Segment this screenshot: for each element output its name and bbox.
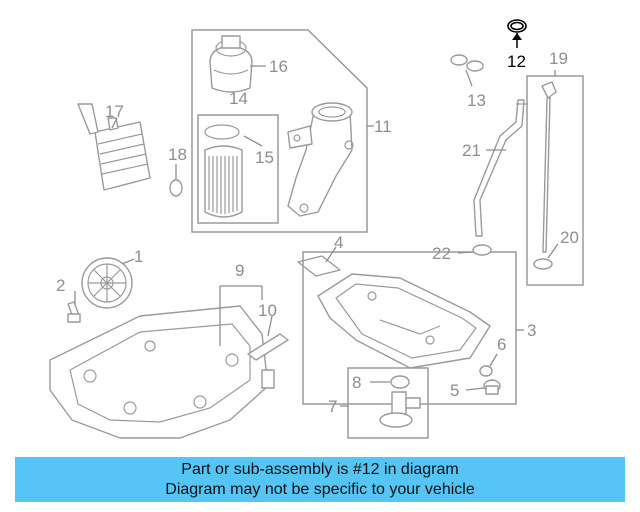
highlighted-o-ring-part[interactable] [507,19,527,33]
callout-numbers: 1 2 3 4 5 6 7 8 9 10 11 12 13 14 15 16 1… [56,49,579,416]
callout-13[interactable]: 13 [467,91,486,110]
callout-6[interactable]: 6 [497,335,506,354]
oil-cooler-part[interactable] [77,103,151,191]
filter-group-box [197,114,279,224]
oil-filter-housing-part[interactable] [287,102,354,217]
filter-housing-group-box [191,29,368,233]
callout-4[interactable]: 4 [334,233,343,252]
oil-pan-part[interactable] [317,273,491,369]
parts-diagram: 1 2 3 4 5 6 7 8 9 10 11 12 13 14 15 16 1… [49,19,584,439]
callout-2[interactable]: 2 [56,276,65,295]
oil-pan-frame-part[interactable] [49,305,275,439]
callout-8[interactable]: 8 [352,373,361,392]
banner-line-disclaimer: Diagram may not be specific to your vehi… [165,481,475,498]
drain-plug-part[interactable] [483,379,501,395]
drain-plug-washer-part[interactable] [479,365,493,377]
callout-17[interactable]: 17 [105,102,124,121]
callout-19[interactable]: 19 [549,49,568,68]
callout-14[interactable]: 14 [229,89,248,108]
dipstick-part[interactable] [541,81,557,253]
callout-3[interactable]: 3 [527,321,536,340]
sensor-group-box [347,367,429,439]
tube-seal-part[interactable] [472,244,492,256]
callout-20[interactable]: 20 [560,228,579,247]
frame-gasket-part[interactable] [247,333,289,361]
tube-o-rings-part[interactable] [450,54,484,72]
dipstick-group-box [526,75,584,286]
info-banner: Part or sub-assembly is #12 in diagram D… [15,457,625,502]
sensor-seal-part[interactable] [390,375,410,389]
callout-15[interactable]: 15 [255,148,274,167]
callout-12-arrowhead [512,33,522,40]
callout-18[interactable]: 18 [168,145,187,164]
callout-7[interactable]: 7 [328,397,337,416]
pulley-bolt-part[interactable] [67,301,81,323]
callout-12[interactable]: 12 [507,52,526,71]
oil-level-sensor-part[interactable] [379,391,421,428]
dipstick-seal-part[interactable] [533,258,553,270]
callout-16[interactable]: 16 [269,57,288,76]
oil-filter-element-part[interactable] [204,124,243,218]
pan-gasket-part[interactable] [297,255,341,277]
cooler-seal-part[interactable] [169,179,183,197]
crankshaft-pulley-part[interactable] [81,257,133,309]
leader-lines [74,65,559,407]
filter-cap-part[interactable] [209,35,253,93]
banner-line-part-number: Part or sub-assembly is #12 in diagram [181,461,459,478]
callout-1[interactable]: 1 [134,247,143,266]
callout-10[interactable]: 10 [258,301,277,320]
callout-9[interactable]: 9 [235,261,244,280]
callout-21[interactable]: 21 [462,141,481,160]
callout-22[interactable]: 22 [432,244,451,263]
callout-5[interactable]: 5 [450,381,459,400]
callout-11[interactable]: 11 [374,117,392,136]
dipstick-tube-part[interactable] [473,99,528,237]
